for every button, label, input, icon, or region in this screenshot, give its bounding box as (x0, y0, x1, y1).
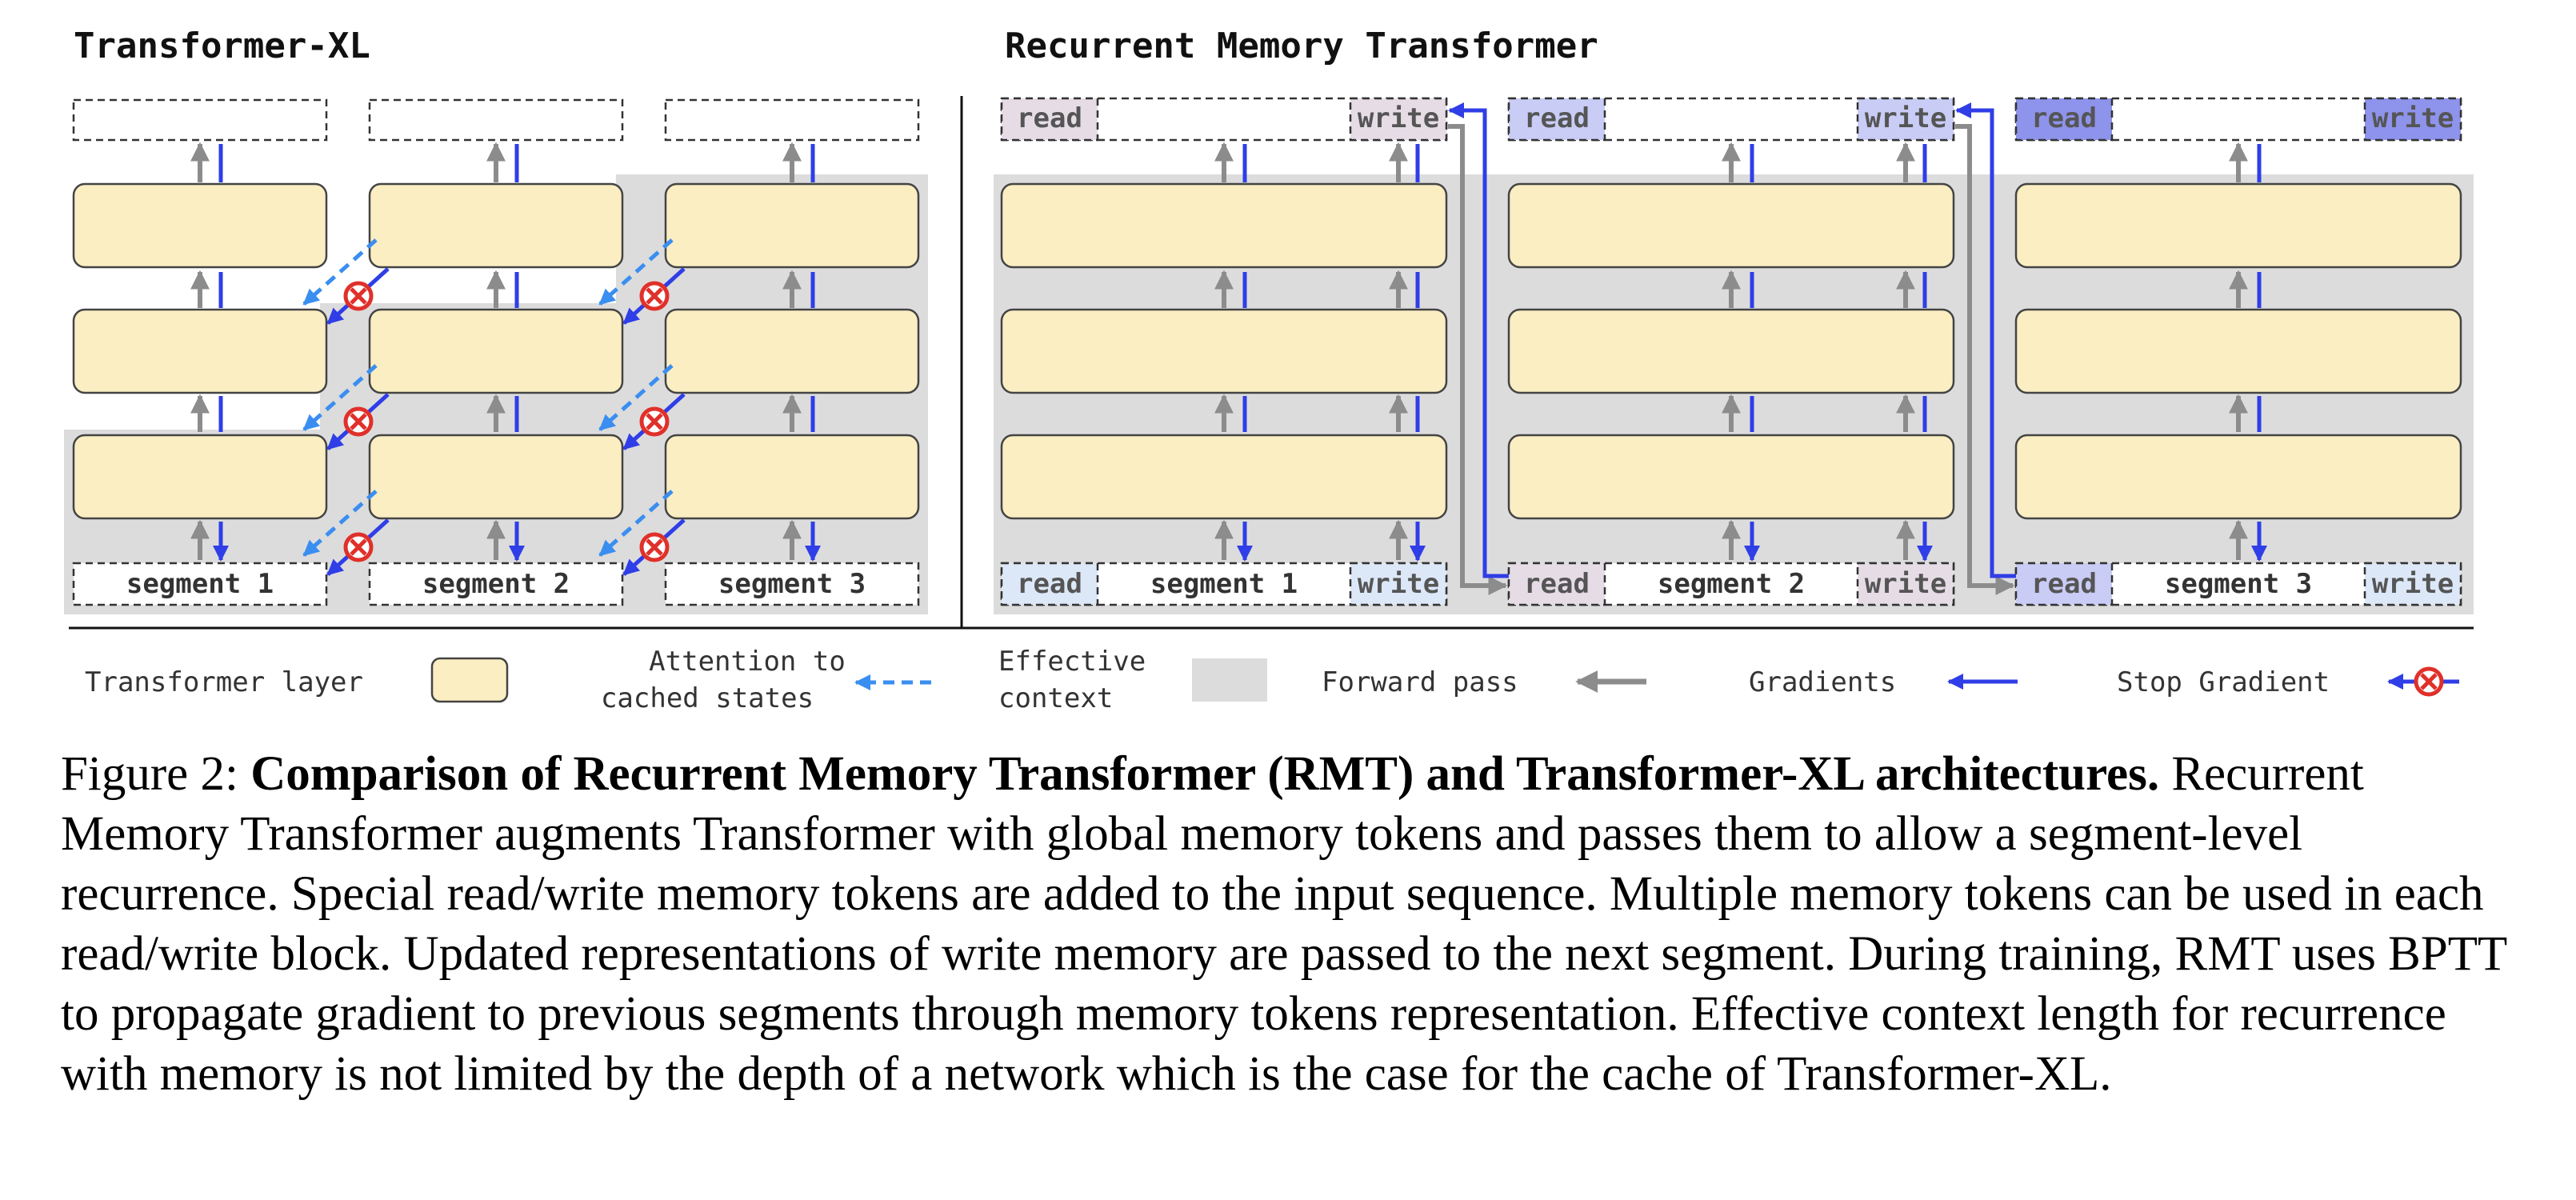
rmt2-write-out (1856, 97, 1955, 142)
rmt3-read-in-label: read (2031, 568, 2097, 600)
rmt1-read-in (1000, 562, 1099, 606)
rmt3-write-out (2363, 97, 2462, 142)
rmt-segment-3: read write read segment 3 write (2014, 97, 2462, 606)
xl-layer-3-2 (664, 308, 920, 394)
rmt1-read-out (1000, 97, 1099, 142)
rmt1-write-out (1349, 97, 1448, 142)
xl-output-box-1 (72, 98, 328, 142)
legend-stop-gradient-icon (2416, 669, 2442, 694)
xl-attention-arrows (302, 238, 674, 557)
rmt3-write-in-label: write (2372, 568, 2454, 600)
xl-output-box-2 (368, 98, 624, 142)
xl-layer-1-2 (72, 308, 328, 394)
rmt-memory-gradient (1448, 102, 2016, 578)
xl-segment-label-1: segment 1 (126, 568, 274, 600)
xl-layer-2-2 (368, 308, 624, 394)
xl-layers (72, 182, 920, 520)
figure-caption-text: Recurrent Memory Transformer augments Tr… (61, 747, 2507, 1101)
rmt2-segment-label: segment 2 (1658, 568, 1805, 600)
xl-output-box-3 (664, 98, 920, 142)
rmt3-segment-label: segment 3 (2165, 568, 2312, 600)
rmt2-write-in (1856, 562, 1955, 606)
legend-effective-swatch (1192, 658, 1267, 702)
xl-layer-3-3 (664, 182, 920, 269)
rmt2-write-out-label: write (1865, 102, 1946, 134)
xl-vertical-arrows (190, 142, 821, 562)
xl-layer-1-1 (72, 434, 328, 520)
rmt3-read-in (2014, 562, 2114, 606)
rmt1-write-out-label: write (1358, 102, 1439, 134)
rmt2-read-in (1507, 562, 1606, 606)
rmt1-segment-label: segment 1 (1150, 568, 1298, 600)
xl-layer-2-3 (368, 182, 624, 269)
legend-transformer-layer-label: Transformer layer (85, 666, 363, 698)
rmt-memory-forward (1448, 124, 2015, 595)
legend-attention-line2: cached states (601, 682, 814, 714)
figure-caption: Figure 2: Comparison of Recurrent Memory… (61, 744, 2525, 1104)
legend-effective-line1: Effective (998, 646, 1146, 678)
xl-segment-box-1 (72, 562, 328, 606)
rmt2-read-out-label: read (1524, 102, 1590, 134)
rmt2-write-in-label: write (1865, 568, 1946, 600)
architecture-diagram: Transformer-XL Recurrent Memory Transfor… (64, 26, 2474, 714)
xl-layer-3-1 (664, 434, 920, 520)
rmt1-read-in-label: read (1017, 568, 1082, 600)
rmt3-read-out-label: read (2031, 102, 2097, 134)
transformer-xl-title: Transformer-XL (74, 26, 370, 66)
rmt1-write-in (1349, 562, 1448, 606)
rmt2-read-out (1507, 97, 1606, 142)
xl-segment-label-3: segment 3 (718, 568, 866, 600)
rmt-segment-2: read write read segment 2 write (1507, 97, 1955, 606)
legend-effective-line2: context (998, 682, 1113, 714)
xl-layer-2-1 (368, 434, 624, 520)
xl-layer-1-3 (72, 182, 328, 269)
rmt3-write-out-label: write (2372, 102, 2454, 134)
legend-stop-gradient-label: Stop Gradient (2117, 666, 2330, 698)
rmt-title: Recurrent Memory Transformer (1005, 26, 1598, 66)
legend-transformer-layer-swatch (430, 657, 509, 703)
rmt2-read-in-label: read (1524, 568, 1590, 600)
figure-bold-title: Comparison of Recurrent Memory Transform… (250, 747, 2160, 801)
rmt1-write-in-label: write (1358, 568, 1439, 600)
xl-segment-box-2 (368, 562, 624, 606)
rmt-segment-1: read write read segment 1 write (1000, 97, 1448, 606)
rmt3-read-out (2014, 97, 2114, 142)
legend-gradients-label: Gradients (1749, 666, 1896, 698)
rmt3-write-in (2363, 562, 2462, 606)
rmt1-read-out-label: read (1017, 102, 1082, 134)
legend-forward-label: Forward pass (1322, 666, 1518, 698)
xl-segment-label-2: segment 2 (422, 568, 570, 600)
xl-segment-box-3 (664, 562, 920, 606)
legend-attention-line1: Attention to (649, 646, 846, 678)
legend: Transformer layer Attention to cached st… (85, 646, 2459, 714)
figure-label: Figure 2: (61, 747, 238, 801)
